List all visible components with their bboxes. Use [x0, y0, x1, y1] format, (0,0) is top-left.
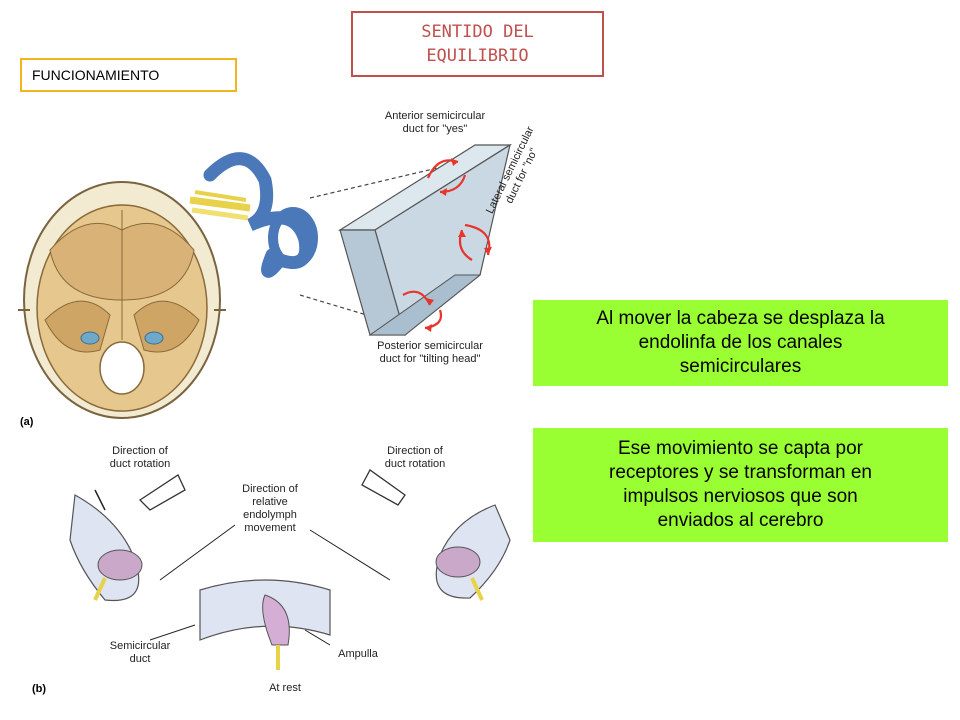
note2-line-3: impulsos nerviosos que son — [623, 486, 858, 507]
semicircular-duct-label: Semicircular duct — [100, 640, 180, 666]
section-label: FUNCIONAMIENTO — [20, 58, 237, 92]
at-rest-label: At rest — [269, 682, 301, 694]
note1-line-3: semicirculares — [679, 356, 802, 377]
semicircular-planes-diagram — [337, 143, 513, 337]
endolymph-line-2: relative — [252, 496, 288, 508]
endolymph-line-3: endolymph — [243, 509, 297, 521]
skull-base-drawing — [18, 181, 226, 419]
anterior-line-1: Anterior semicircular — [384, 110, 486, 122]
panel-a-tag: (a) — [20, 416, 34, 428]
title-line-2: EQUILIBRIO — [426, 46, 529, 66]
rotation-right-line-2: duct rotation — [384, 458, 446, 470]
semicircular-line-2: duct — [129, 653, 151, 665]
rotation-left-line-2: duct rotation — [109, 458, 171, 470]
note2-line-4: enviados al cerebro — [657, 510, 824, 531]
ampulla-rotation-left — [69, 489, 143, 602]
note-receptors: Ese movimiento se capta por receptores y… — [533, 428, 948, 542]
ampulla-label: Ampulla — [338, 648, 378, 660]
note1-line-2: endolinfa de los canales — [638, 332, 843, 353]
endolymph-line-4: movement — [244, 522, 296, 534]
rotation-right-line-1: Direction of — [387, 445, 443, 457]
note1-line-1: Al mover la cabeza se desplaza la — [596, 308, 885, 329]
anterior-line-2: duct for "yes" — [402, 123, 468, 135]
page-title: SENTIDO DEL EQUILIBRIO — [351, 11, 604, 77]
title-line-1: SENTIDO DEL — [421, 22, 534, 42]
anatomy-illustration — [18, 143, 513, 670]
anterior-duct-label: Anterior semicircular duct for "yes" — [365, 110, 505, 136]
posterior-duct-label: Posterior semicircular duct for "tilting… — [355, 340, 505, 366]
rotation-right-label: Direction of duct rotation — [365, 445, 465, 471]
anatomy-figure: Anterior semicircular duct for "yes" Lat… — [10, 100, 570, 710]
posterior-line-1: Posterior semicircular — [377, 340, 483, 352]
endolymph-line-1: Direction of — [242, 483, 298, 495]
ampulla-rotation-right — [435, 504, 511, 601]
semicircular-line-1: Semicircular — [109, 640, 171, 652]
rotation-left-label: Direction of duct rotation — [90, 445, 190, 471]
posterior-line-2: duct for "tilting head" — [379, 353, 481, 365]
note2-line-2: receptores y se transforman en — [609, 462, 872, 483]
labyrinth-drawing — [189, 152, 318, 278]
panel-b-tag: (b) — [32, 683, 47, 695]
ampulla-rest — [199, 579, 331, 670]
endolymph-label: Direction of relative endolymph movement — [215, 483, 325, 535]
note-head-movement: Al mover la cabeza se desplaza la endoli… — [533, 300, 948, 386]
rotation-left-line-1: Direction of — [112, 445, 168, 457]
note2-line-1: Ese movimiento se capta por — [617, 438, 863, 459]
